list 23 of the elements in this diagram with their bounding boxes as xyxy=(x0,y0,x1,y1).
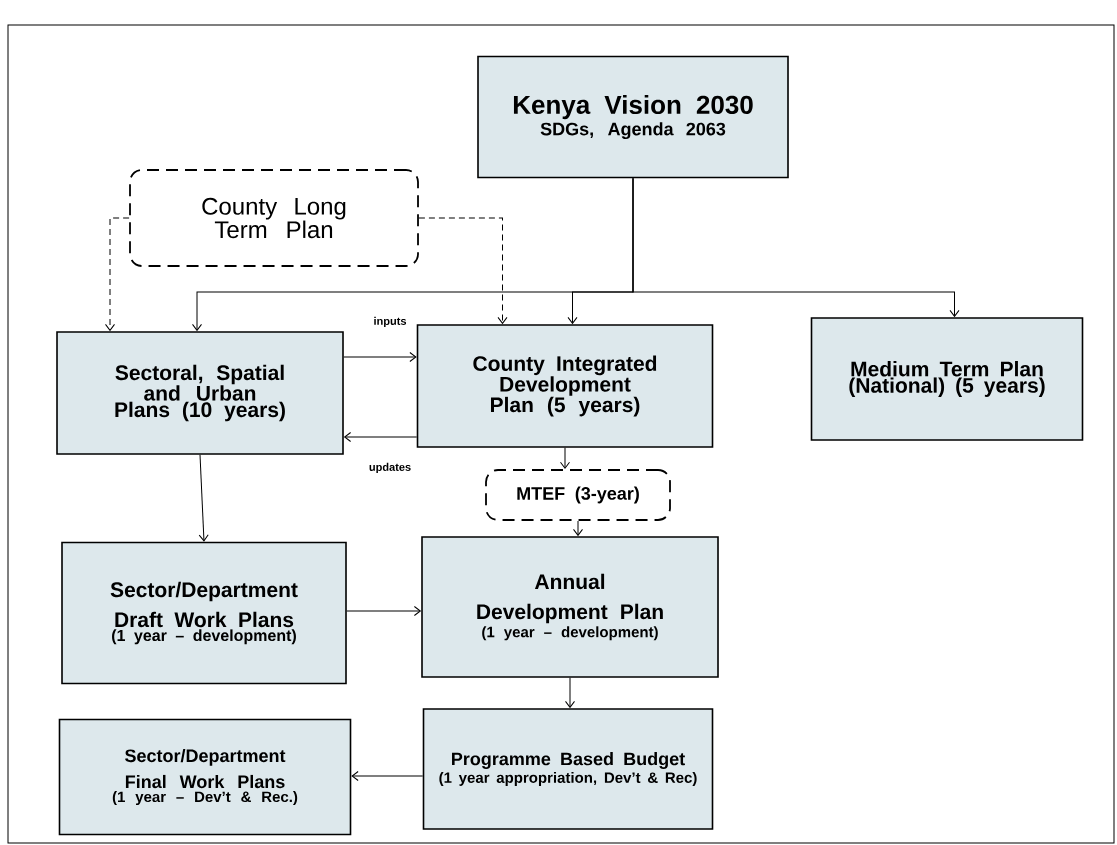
arrow xyxy=(346,606,421,616)
arrow xyxy=(632,177,960,317)
arrow xyxy=(351,771,424,781)
arrow xyxy=(573,520,583,536)
arrow xyxy=(560,447,570,469)
process-box: Sector/Department Draft Work Plans (1 year – development) xyxy=(61,541,347,685)
arrow xyxy=(105,217,130,331)
dashed-box: MTEF (3-year) xyxy=(485,469,671,521)
process-box: Sector/Department Final Work Plans (1 year – Dev’t & Rec.) xyxy=(58,718,352,836)
arrow xyxy=(565,677,575,708)
process-box: Medium Term Plan (National) (5 years) xyxy=(810,317,1084,441)
arrow xyxy=(198,454,209,542)
process-box: Annual Development Plan (1 year – development) xyxy=(421,536,719,678)
arrow xyxy=(344,432,418,442)
arrow xyxy=(418,217,508,324)
edge-label: updates xyxy=(367,461,413,475)
process-box: Kenya Vision 2030 SDGs, Agenda 2063 xyxy=(477,55,789,179)
process-box: Programme Based Budget (1 year appropriation, Dev’t & Rec) xyxy=(422,708,714,830)
process-box: Sectoral, Spatial and Urban Plans (10 years) xyxy=(56,331,344,455)
edge-label: inputs xyxy=(372,315,408,329)
arrow xyxy=(343,352,417,362)
dashed-box: County Long Term Plan xyxy=(129,169,419,267)
process-box: County Integrated Development Plan (5 years) xyxy=(416,324,714,448)
